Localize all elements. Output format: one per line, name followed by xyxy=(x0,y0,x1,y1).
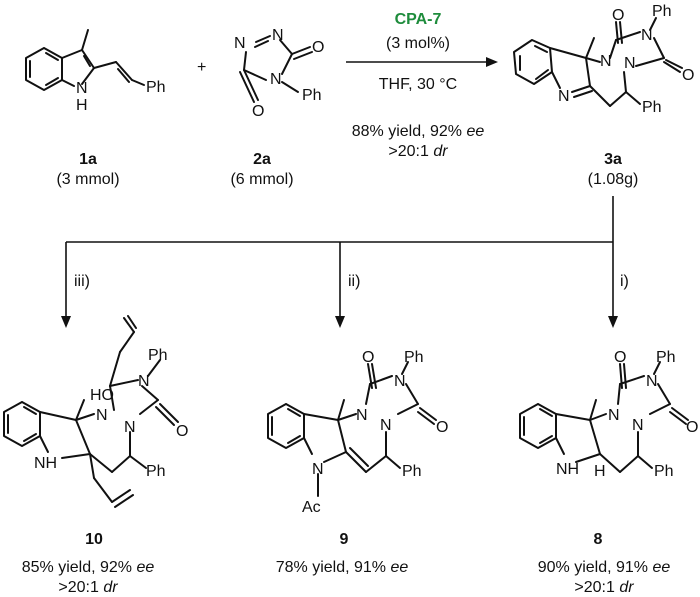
compound-2a-structure xyxy=(239,35,313,103)
phenyl-label: Ph xyxy=(656,349,676,366)
nitrogen-label: N xyxy=(234,35,246,52)
compound-8-structure xyxy=(519,361,689,473)
amine-label: NH xyxy=(34,455,57,472)
branch-label-ii: ii) xyxy=(348,273,360,290)
nitrogen-label: N xyxy=(380,417,392,434)
phenyl-label: Ph xyxy=(642,99,662,116)
reaction-conditions: THF, 30 °C xyxy=(379,76,457,93)
oxygen-label: O xyxy=(614,349,626,366)
nitrogen-label: N xyxy=(76,80,88,97)
phenyl-label: Ph xyxy=(148,347,168,364)
oxygen-label: O xyxy=(682,67,694,84)
oxygen-label: O xyxy=(312,39,324,56)
compound-9-yield: 78% yield, 91% ee xyxy=(276,559,409,576)
branch-arrows xyxy=(61,196,618,328)
reaction-yield: 88% yield, 92% ee xyxy=(352,123,485,140)
compound-10-structure xyxy=(3,315,179,508)
oxygen-label: O xyxy=(612,7,624,24)
compound-3a-amount: (1.08g) xyxy=(588,171,639,188)
phenyl-label: Ph xyxy=(302,87,322,104)
compound-8-label: 8 xyxy=(594,531,603,548)
nitrogen-label: N xyxy=(608,407,620,424)
phenyl-label: Ph xyxy=(146,463,166,480)
hydroxyl-label: HO xyxy=(90,387,114,404)
nitrogen-label: N xyxy=(270,71,282,88)
nitrogen-label: N xyxy=(96,407,108,424)
compound-1a-label: 1a xyxy=(79,151,97,168)
compound-1a-structure xyxy=(25,29,145,91)
compound-1a-amount: (3 mmol) xyxy=(56,171,119,188)
nitrogen-label: N xyxy=(138,373,150,390)
phenyl-label: Ph xyxy=(146,79,166,96)
oxygen-label: O xyxy=(252,103,264,120)
hydrogen-label: H xyxy=(594,463,606,480)
nitrogen-label: N xyxy=(272,27,284,44)
compound-9-label: 9 xyxy=(340,531,349,548)
nitrogen-label: N xyxy=(312,461,324,478)
phenyl-label: Ph xyxy=(652,3,672,20)
plus-sign: + xyxy=(197,59,206,76)
compound-8-yield: 90% yield, 91% ee xyxy=(538,559,671,576)
nitrogen-label: N xyxy=(646,373,658,390)
hydrogen-label: H xyxy=(76,97,88,114)
oxygen-label: O xyxy=(686,419,698,436)
nitrogen-label: N xyxy=(394,373,406,390)
compound-3a-label: 3a xyxy=(604,151,622,168)
nitrogen-label: N xyxy=(600,53,612,70)
catalyst-loading: (3 mol%) xyxy=(386,35,450,52)
compound-10-dr: >20:1 dr xyxy=(58,579,118,596)
compound-9-structure xyxy=(267,361,437,497)
nitrogen-label: N xyxy=(641,27,653,44)
compound-3a-structure xyxy=(513,17,683,107)
phenyl-label: Ph xyxy=(654,463,674,480)
compound-10-yield: 85% yield, 92% ee xyxy=(22,559,155,576)
compound-8-dr: >20:1 dr xyxy=(574,579,634,596)
phenyl-label: Ph xyxy=(404,349,424,366)
compound-2a-amount: (6 mmol) xyxy=(230,171,293,188)
reaction-arrowhead xyxy=(486,57,498,67)
oxygen-label: O xyxy=(436,419,448,436)
reaction-dr: >20:1 dr xyxy=(388,143,448,160)
nitrogen-label: N xyxy=(356,407,368,424)
oxygen-label: O xyxy=(176,423,188,440)
branch-label-iii: iii) xyxy=(74,273,90,290)
branch-label-i: i) xyxy=(620,273,629,290)
nitrogen-label: N xyxy=(624,55,636,72)
amine-label: NH xyxy=(556,461,579,478)
catalyst-label: CPA-7 xyxy=(395,11,442,28)
compound-2a-label: 2a xyxy=(253,151,271,168)
oxygen-label: O xyxy=(362,349,374,366)
acetyl-label: Ac xyxy=(302,499,321,516)
nitrogen-label: N xyxy=(124,419,136,436)
compound-10-label: 10 xyxy=(85,531,103,548)
nitrogen-label: N xyxy=(558,88,570,105)
phenyl-label: Ph xyxy=(402,463,422,480)
nitrogen-label: N xyxy=(632,417,644,434)
